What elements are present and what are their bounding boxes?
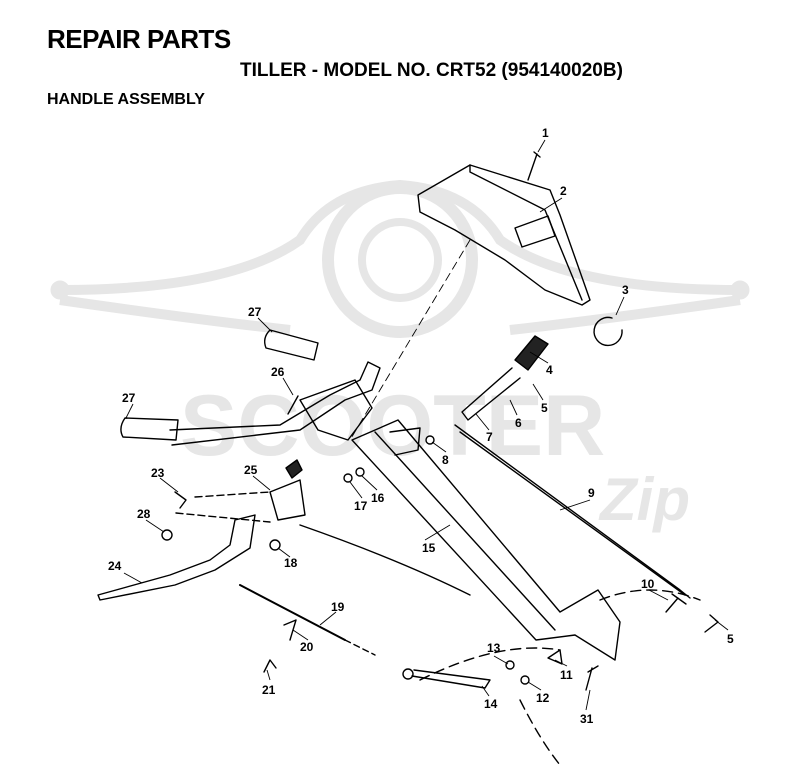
callout-20: 20	[300, 640, 314, 654]
control-panel-window	[514, 215, 556, 248]
clip-ring	[593, 316, 623, 347]
callout-3: 3	[622, 283, 629, 297]
nut-18	[269, 539, 281, 551]
lower-lever-knob	[402, 668, 414, 680]
handlebar	[169, 361, 381, 446]
lower-shift-lever	[411, 669, 491, 689]
grip-upper	[263, 329, 319, 361]
callout-13: 13	[487, 641, 501, 655]
bolt-10	[665, 593, 687, 613]
grip-lower	[120, 417, 179, 441]
throttle-cable	[299, 524, 471, 596]
screw-1	[527, 151, 541, 181]
bolt-31	[585, 665, 599, 691]
callout-27a: 27	[248, 305, 262, 319]
throttle-knob	[285, 459, 303, 479]
callout-8: 8	[442, 453, 449, 467]
page-title: REPAIR PARTS	[47, 24, 231, 54]
section-heading: HANDLE ASSEMBLY	[47, 91, 205, 108]
clip-5-right	[704, 614, 719, 633]
callout-28: 28	[137, 507, 151, 521]
watermark-script: Zip	[598, 466, 690, 533]
callout-23: 23	[151, 466, 165, 480]
bolt-23	[174, 491, 187, 509]
throttle-body	[269, 479, 306, 521]
callout-5b: 5	[727, 632, 734, 646]
callout-5a: 5	[541, 401, 548, 415]
control-panel-cover	[417, 164, 591, 306]
callout-4: 4	[546, 363, 553, 377]
clamp-20	[283, 619, 297, 641]
screw-26	[287, 395, 299, 415]
callout-11: 11	[560, 668, 573, 682]
screw-21	[263, 659, 277, 673]
callout-10: 10	[641, 577, 655, 591]
nut-28	[161, 529, 173, 541]
upper-bracket	[299, 379, 373, 441]
callout-26: 26	[271, 365, 285, 379]
callout-15: 15	[422, 541, 436, 555]
model-subtitle: TILLER - MODEL NO. CRT52 (954140020B)	[240, 60, 623, 81]
callout-21: 21	[262, 683, 276, 697]
callout-7: 7	[486, 430, 493, 444]
control-panel-cover-face	[469, 164, 583, 301]
callout-24: 24	[108, 559, 122, 573]
callout-14: 14	[484, 697, 498, 711]
callout-12: 12	[536, 691, 550, 705]
washer-16	[355, 467, 365, 477]
control-rod	[97, 514, 256, 601]
callout-16: 16	[371, 491, 385, 505]
lower-cable	[239, 584, 346, 641]
washer-17	[343, 473, 353, 483]
callout-18: 18	[284, 556, 298, 570]
callout-6: 6	[515, 416, 522, 430]
callout-27b: 27	[122, 391, 136, 405]
dash-lower-cable	[344, 639, 376, 656]
nut-8	[425, 435, 435, 445]
callout-9: 9	[588, 486, 595, 500]
callout-25: 25	[244, 463, 258, 477]
shift-rod-2	[459, 431, 686, 596]
handle-tube	[351, 419, 621, 661]
fitting-11	[547, 649, 563, 665]
callout-17: 17	[354, 499, 368, 513]
side-bracket-8	[389, 427, 421, 456]
callout-2: 2	[560, 184, 567, 198]
callout-19: 19	[331, 600, 345, 614]
handle-tube-edge	[374, 431, 556, 631]
washer-13	[505, 660, 515, 670]
dash-line-cover	[349, 239, 471, 441]
shift-lever	[461, 367, 521, 421]
callout-31: 31	[580, 712, 594, 726]
watermark: SCOOTER Zip	[50, 179, 750, 533]
washer-12	[520, 675, 530, 685]
callout-1: 1	[542, 126, 549, 140]
dash-bracket-left	[175, 491, 271, 523]
